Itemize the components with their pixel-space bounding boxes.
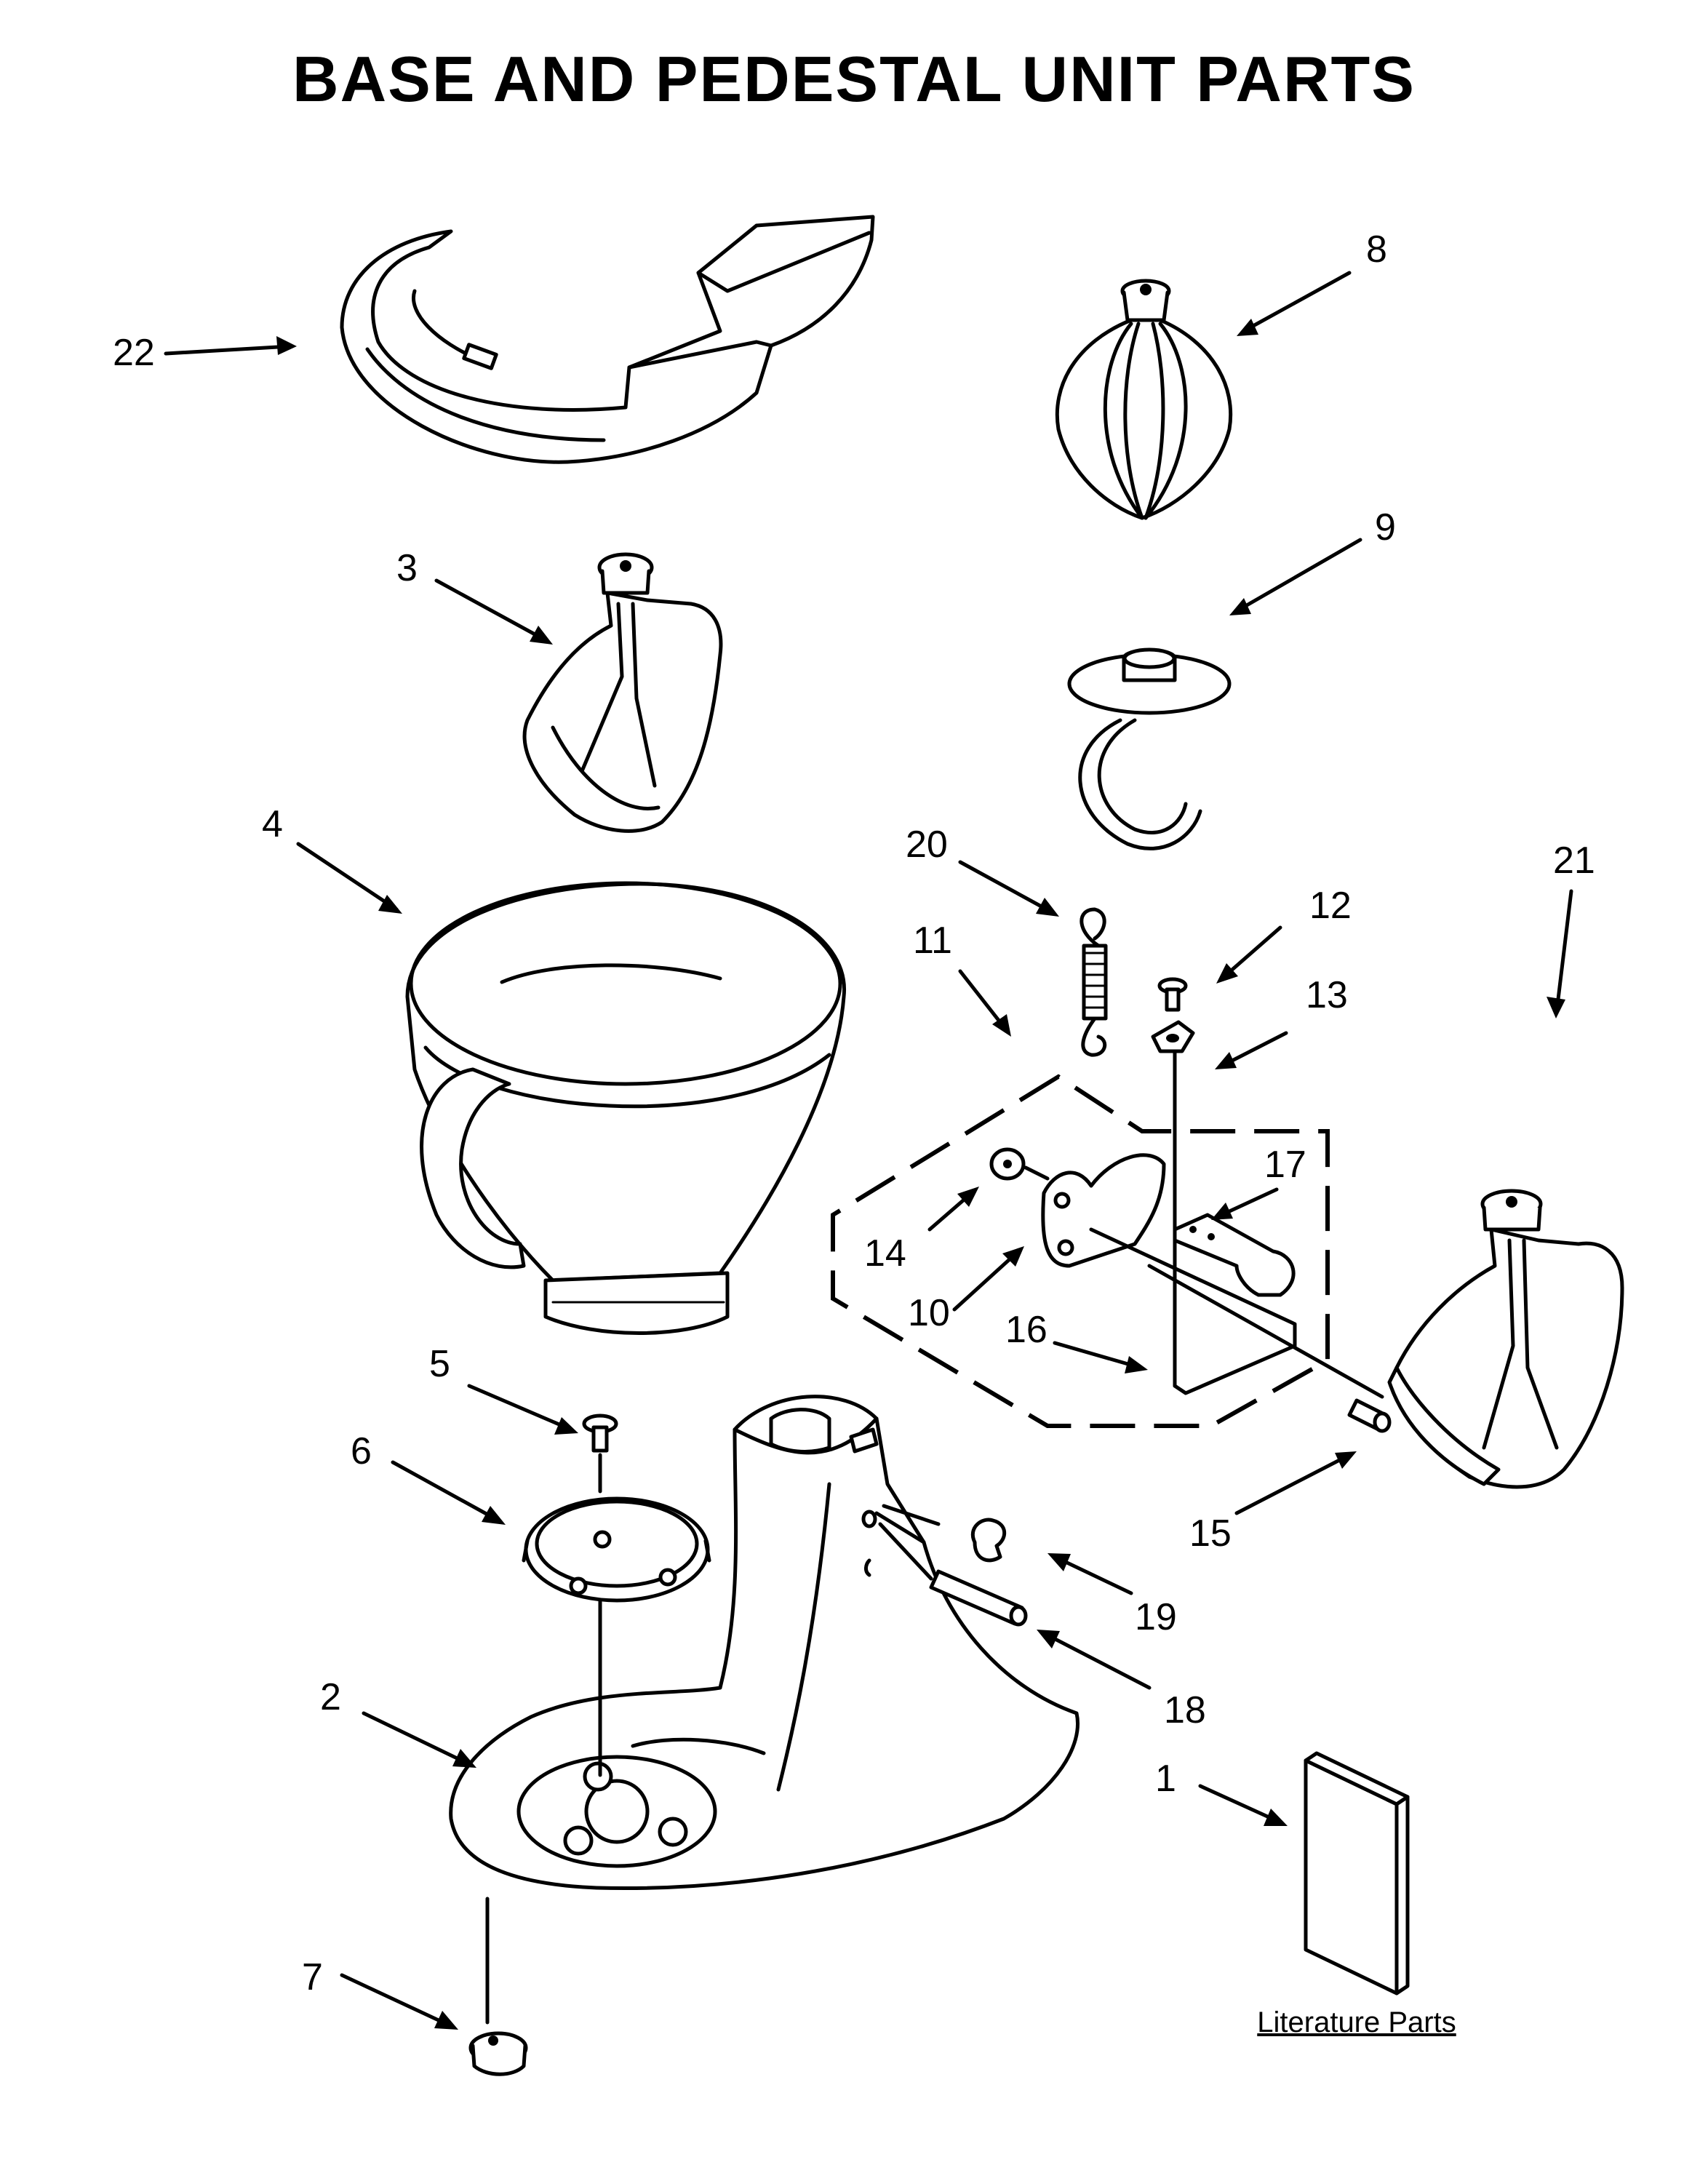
flex-edge-beater-part: [1387, 1189, 1624, 1489]
lock-lever-assembly-box: [831, 1074, 1330, 1428]
callout-6: 6: [351, 1430, 372, 1472]
literature-part: [1304, 1751, 1410, 1995]
callout-19: 19: [1135, 1596, 1177, 1638]
callout-4: 4: [262, 803, 283, 845]
callout-18: 18: [1164, 1689, 1206, 1731]
callout-12: 12: [1309, 885, 1352, 927]
pouring-shield-part: [340, 215, 875, 464]
callout-2: 2: [320, 1676, 341, 1718]
callout-9: 9: [1375, 506, 1396, 549]
callout-11: 11: [913, 920, 952, 962]
callout-1: 1: [1155, 1758, 1176, 1800]
callout-10: 10: [908, 1292, 950, 1334]
flat-beater-part: [522, 552, 723, 833]
lock-lever-assembly-parts: [989, 1049, 1384, 1399]
screw-12-part: [1157, 977, 1188, 1012]
callout-7: 7: [302, 1956, 323, 1998]
retaining-clip-part: [882, 1504, 1007, 1563]
callout-5: 5: [429, 1343, 450, 1385]
callout-15: 15: [1189, 1512, 1232, 1555]
pedestal-base-part: [449, 1395, 1080, 1891]
screw-5-part: [582, 1414, 618, 1494]
callout-21: 21: [1553, 840, 1595, 882]
spring-part: [1080, 907, 1108, 1057]
callout-13: 13: [1306, 974, 1348, 1016]
callout-14: 14: [864, 1232, 906, 1275]
mixing-bowl-part: [405, 881, 846, 1335]
callout-16: 16: [1005, 1309, 1047, 1351]
callout-22: 22: [113, 332, 155, 374]
washer-13-part: [1151, 1020, 1195, 1053]
set-screw-part: [1347, 1398, 1392, 1433]
wire-whip-part: [1055, 279, 1233, 520]
callout-3: 3: [396, 547, 418, 589]
callout-17: 17: [1264, 1144, 1306, 1186]
page-title: BASE AND PEDESTAL UNIT PARTS: [292, 43, 1416, 115]
callout-8: 8: [1366, 228, 1387, 271]
hinge-pin-part: [878, 1522, 1028, 1627]
foot-part: [468, 1897, 528, 2076]
literature-parts-label: Literature Parts: [1257, 2006, 1456, 2038]
callout-20: 20: [906, 824, 948, 866]
callout-arrows: [164, 271, 1573, 2030]
dough-hook-part: [1067, 647, 1232, 850]
bowl-clamp-plate-part: [522, 1496, 711, 1603]
